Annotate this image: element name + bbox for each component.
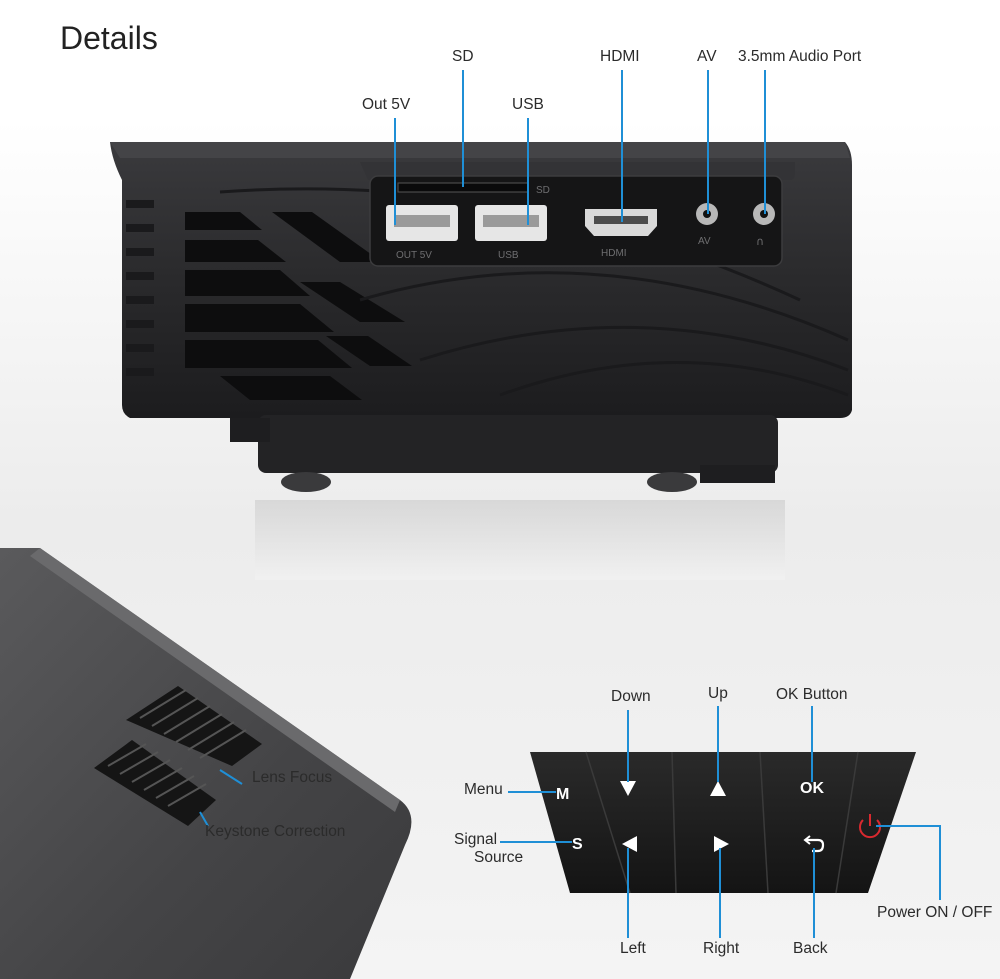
panel-print-out5v: OUT 5V bbox=[396, 250, 432, 261]
label-back: Back bbox=[793, 940, 828, 957]
label-lens-focus: Lens Focus bbox=[252, 769, 333, 786]
keystone-wheel bbox=[94, 740, 216, 826]
label-up: Up bbox=[708, 685, 728, 702]
projector-side-view bbox=[0, 548, 412, 979]
label-audio-port: 3.5mm Audio Port bbox=[738, 48, 862, 65]
back-icon[interactable] bbox=[803, 835, 825, 853]
label-hdmi: HDMI bbox=[600, 48, 640, 65]
label-av: AV bbox=[697, 48, 717, 65]
up-arrow-icon[interactable] bbox=[710, 781, 726, 796]
page-title: Details bbox=[60, 20, 158, 56]
label-signal: Signal bbox=[454, 831, 498, 848]
control-keypad bbox=[530, 751, 916, 894]
panel-print-sd: SD bbox=[536, 185, 550, 196]
panel-print-av: AV bbox=[698, 236, 711, 247]
ok-key[interactable]: OK bbox=[800, 780, 824, 797]
lens-focus-wheel bbox=[126, 686, 262, 766]
panel-print-usb: USB bbox=[498, 250, 519, 261]
port-callout-lines bbox=[394, 70, 766, 225]
menu-key[interactable]: M bbox=[556, 786, 569, 803]
headphone-icon: ∩ bbox=[756, 235, 764, 248]
label-down: Down bbox=[611, 688, 651, 705]
label-right: Right bbox=[703, 940, 740, 957]
source-key[interactable]: S bbox=[572, 836, 583, 853]
port-panel bbox=[369, 175, 783, 267]
left-arrow-icon[interactable] bbox=[622, 836, 637, 852]
projector-body bbox=[110, 142, 852, 492]
down-arrow-icon[interactable] bbox=[620, 781, 636, 796]
label-source: Source bbox=[474, 849, 524, 866]
label-keystone: Keystone Correction bbox=[205, 823, 346, 840]
label-usb: USB bbox=[512, 96, 544, 113]
reflection bbox=[255, 500, 785, 580]
label-power: Power ON / OFF bbox=[877, 904, 993, 921]
keypad-callout-lines bbox=[199, 706, 941, 938]
label-left: Left bbox=[620, 940, 646, 957]
label-menu: Menu bbox=[464, 781, 503, 798]
panel-print-hdmi: HDMI bbox=[601, 248, 627, 259]
label-ok-button: OK Button bbox=[776, 686, 848, 703]
label-sd: SD bbox=[452, 48, 474, 65]
label-out-5v: Out 5V bbox=[362, 96, 411, 113]
right-arrow-icon[interactable] bbox=[714, 836, 729, 852]
